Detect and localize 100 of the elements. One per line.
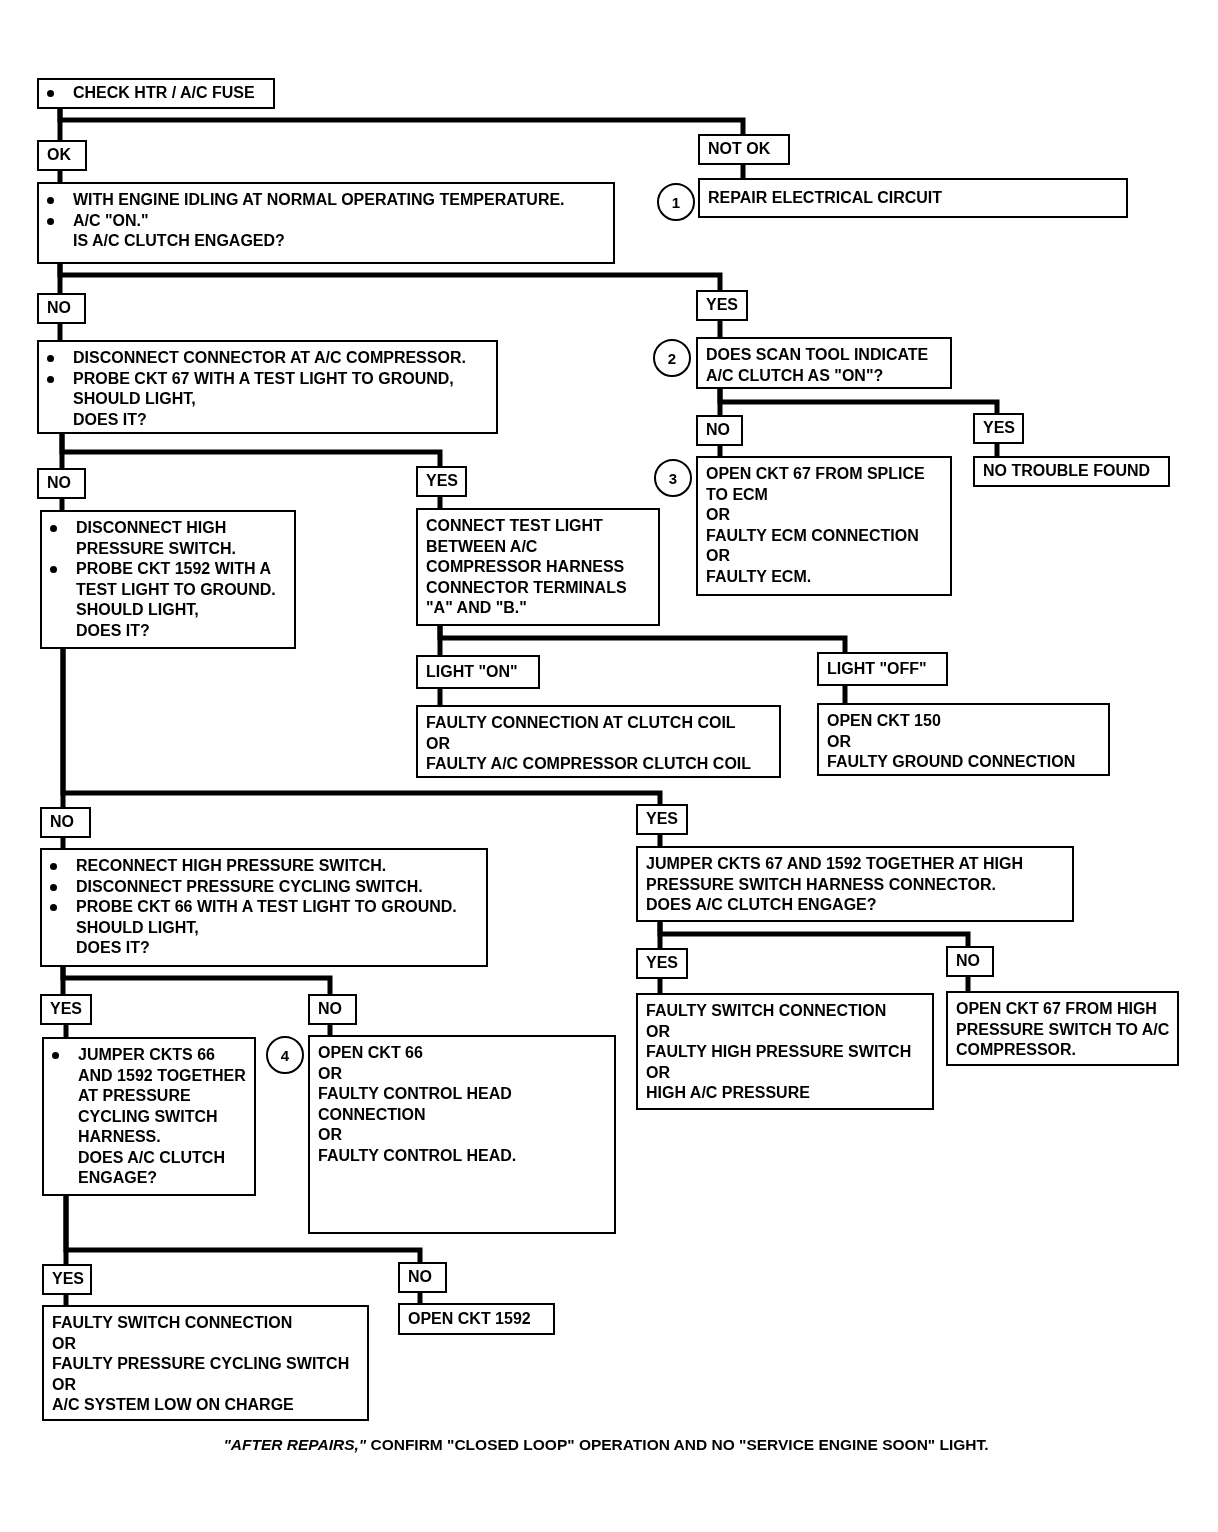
step-text: RECONNECT HIGH PRESSURE SWITCH.	[76, 856, 388, 876]
caption-text: "AFTER REPAIRS," CONFIRM "CLOSED LOOP" OPERATION AND NO "SERVICE ENGINE SOON" LIGHT.	[223, 1435, 989, 1455]
connector-line	[717, 389, 1000, 413]
branch-label-box	[636, 804, 688, 835]
step-box	[416, 705, 781, 778]
step-text: DOES SCAN TOOL INDICATE A/C CLUTCH AS "ON"?	[706, 345, 930, 386]
step-text: OPEN CKT 67 FROM SPLICE TO ECM	[706, 464, 926, 505]
connector-line	[57, 171, 63, 182]
step-box	[398, 1303, 555, 1335]
connector-line	[57, 109, 746, 134]
step-text: DISCONNECT CONNECTOR AT A/C COMPRESSOR.	[73, 348, 467, 368]
connector-line	[59, 434, 443, 466]
connector-line	[59, 499, 65, 510]
connector-line	[63, 1196, 423, 1262]
step-box	[973, 456, 1170, 487]
branch-label: YES	[50, 999, 83, 1020]
callout-number: 4	[266, 1036, 304, 1074]
connector-line	[437, 626, 848, 652]
step-text: PROBE CKT 67 WITH A TEST LIGHT TO GROUND,	[73, 368, 455, 389]
step-text: OR	[426, 733, 451, 754]
connector-line	[657, 835, 663, 846]
connector-line	[717, 446, 723, 456]
step-text: FAULTY CONNECTION AT CLUTCH COIL	[426, 713, 737, 733]
branch-label-box	[40, 994, 92, 1025]
branch-label-box	[416, 466, 467, 497]
step-text: OPEN CKT 150	[827, 711, 942, 731]
step-text: JUMPER CKTS 67 AND 1592 TOGETHER AT HIGH PRESSURE SWITCH HARNESS CONNECTOR.	[646, 854, 1024, 895]
step-text: FAULTY ECM CONNECTION	[706, 525, 920, 546]
step-text: DISCONNECT HIGH PRESSURE SWITCH.	[76, 518, 237, 559]
connector-line	[57, 264, 723, 290]
step-text: OR	[318, 1125, 343, 1145]
step-text: OR	[52, 1333, 77, 1354]
step-box	[416, 508, 660, 626]
branch-label: YES	[52, 1269, 85, 1290]
connector-line	[657, 979, 663, 993]
step-text: DOES IT?	[76, 620, 151, 641]
branch-label: NO	[50, 812, 75, 833]
step-text: IS A/C CLUTCH ENGAGED?	[73, 231, 286, 251]
branch-label: YES	[983, 418, 1016, 439]
connector-line	[417, 1293, 423, 1303]
branch-label: LIGHT "ON"	[426, 661, 519, 682]
connector-line	[994, 444, 1000, 456]
connector-line	[60, 967, 333, 994]
step-text: FAULTY HIGH PRESSURE SWITCH	[646, 1042, 913, 1062]
branch-label: NO	[706, 420, 731, 441]
branch-label-box	[636, 948, 688, 979]
step-text: JUMPER CKTS 66 AND 1592 TOGETHER AT PRESSURE CYCLING SWITCH HARNESS.	[78, 1045, 247, 1147]
step-box	[636, 846, 1074, 922]
step-text: SHOULD LIGHT,	[76, 600, 200, 620]
step-text: OPEN CKT 1592	[408, 1308, 532, 1329]
branch-label-box	[37, 293, 86, 324]
step-box	[308, 1035, 616, 1234]
branch-label-box	[37, 468, 86, 499]
step-text: DOES IT?	[73, 409, 148, 430]
branch-label: YES	[646, 953, 679, 974]
step-text: WITH ENGINE IDLING AT NORMAL OPERATING TEMPERATURE.	[73, 190, 566, 210]
callout-number: 1	[657, 183, 695, 221]
step-text: OR	[646, 1021, 671, 1042]
step-text: SHOULD LIGHT,	[76, 917, 200, 938]
branch-label-box	[696, 290, 748, 321]
step-text: DOES A/C CLUTCH ENGAGE?	[78, 1147, 226, 1188]
branch-label: OK	[47, 145, 72, 166]
step-text: FAULTY SWITCH CONNECTION	[52, 1313, 294, 1333]
branch-label-box	[946, 946, 994, 977]
connector-line	[60, 649, 663, 804]
step-text: OR	[706, 546, 731, 566]
branch-label: NO	[956, 951, 981, 972]
branch-label-box	[42, 1264, 92, 1295]
step-text: OR	[318, 1063, 343, 1084]
step-text: FAULTY PRESSURE CYCLING SWITCH	[52, 1354, 351, 1374]
branch-label: NOT OK	[708, 139, 772, 160]
branch-label: NO	[318, 999, 343, 1020]
step-text: OR	[52, 1374, 77, 1395]
connector-line	[717, 321, 723, 337]
step-box	[698, 178, 1128, 218]
step-box	[40, 510, 296, 649]
branch-label-box	[696, 415, 743, 446]
branch-label-box	[398, 1262, 447, 1293]
step-text: FAULTY GROUND CONNECTION	[827, 752, 1077, 772]
step-text: FAULTY ECM.	[706, 566, 813, 587]
step-text: OR	[646, 1062, 671, 1083]
branch-label: YES	[646, 809, 679, 830]
branch-label-box	[973, 413, 1024, 444]
connector-line	[965, 977, 971, 991]
branch-label-box	[40, 807, 91, 838]
connector-line	[842, 686, 848, 703]
step-text: OPEN CKT 67 FROM HIGH PRESSURE SWITCH TO A/C COMPRESSOR.	[956, 999, 1171, 1060]
step-text: NO TROUBLE FOUND	[983, 461, 1152, 482]
step-box	[696, 337, 952, 389]
branch-label: LIGHT "OFF"	[827, 658, 928, 679]
branch-label-box	[817, 652, 948, 686]
connector-line	[57, 324, 63, 340]
connector-line	[327, 1025, 333, 1035]
step-text: PROBE CKT 1592 WITH A TEST LIGHT TO GROUND.	[76, 559, 277, 600]
step-text: OR	[706, 505, 731, 525]
step-box	[636, 993, 934, 1110]
callout-number: 3	[654, 459, 692, 497]
step-box	[946, 991, 1179, 1066]
step-text: CHECK HTR / A/C FUSE	[73, 83, 256, 104]
step-box	[42, 1037, 256, 1196]
